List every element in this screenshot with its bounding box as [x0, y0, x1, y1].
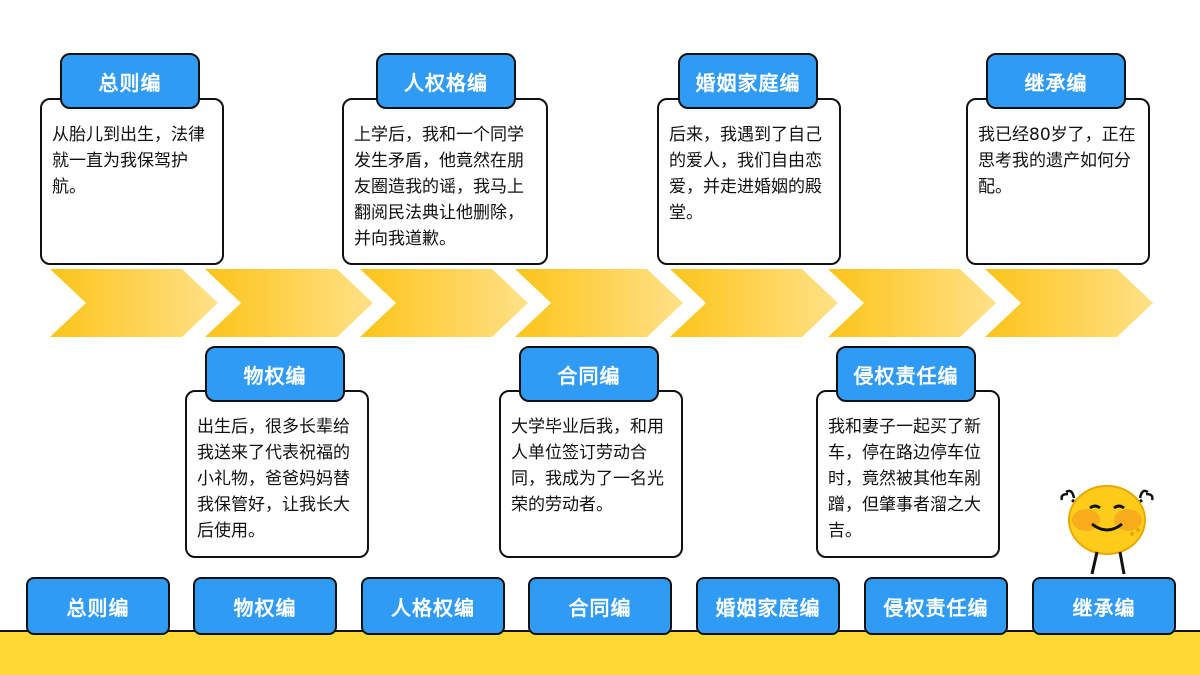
event-tag-label: 婚姻家庭编: [695, 70, 801, 95]
nav-button-succession[interactable]: 继承编: [1032, 577, 1176, 635]
timeline-chevron: [985, 269, 1153, 337]
event-tag-label: 总则编: [98, 70, 162, 95]
event-card-1: 从胎儿到出生，法律就一直为我保驾护航。: [40, 98, 224, 265]
event-card-2: 出生后，很多长辈给我送来了代表祝福的小礼物，爸爸妈妈替我保管好，让我长大后使用。: [185, 390, 369, 558]
event-card-4: 大学毕业后我，和用人单位签订劳动合同，我成为了一名光荣的劳动者。: [499, 390, 683, 558]
nav-button-personality[interactable]: 人格权编: [361, 577, 505, 635]
event-tag-3: 人权格编: [376, 53, 516, 109]
event-tag-5: 婚姻家庭编: [678, 53, 818, 109]
nav-button-label: 总则编: [66, 595, 130, 620]
event-text: 后来，我遇到了自己的爱人，我们自由恋爱，并走进婚姻的殿堂。: [669, 125, 822, 223]
timeline-chevron: [828, 269, 996, 337]
timeline-chevron: [50, 269, 218, 337]
nav-button-general[interactable]: 总则编: [26, 577, 170, 635]
nav-button-marriage[interactable]: 婚姻家庭编: [696, 577, 840, 635]
timeline-chevron: [515, 269, 683, 337]
nav-button-label: 侵权责任编: [883, 595, 989, 620]
nav-button-label: 婚姻家庭编: [715, 595, 821, 620]
event-card-5: 后来，我遇到了自己的爱人，我们自由恋爱，并走进婚姻的殿堂。: [657, 98, 841, 265]
event-tag-label: 侵权责任编: [853, 363, 959, 388]
timeline-chevron: [670, 269, 838, 337]
nav-button-contract[interactable]: 合同编: [528, 577, 672, 635]
event-tag-4: 合同编: [519, 346, 659, 402]
timeline-arrows: [50, 269, 1153, 337]
event-text: 我和妻子一起买了新车，停在路边停车位时，竟然被其他车剐蹭，但肇事者溜之大吉。: [828, 417, 981, 541]
lemon-mascot-icon: [1060, 485, 1154, 575]
nav-button-label: 合同编: [568, 595, 632, 620]
nav-button-property[interactable]: 物权编: [193, 577, 337, 635]
event-text: 出生后，很多长辈给我送来了代表祝福的小礼物，爸爸妈妈替我保管好，让我长大后使用。: [197, 417, 350, 541]
event-tag-7: 继承编: [986, 53, 1126, 109]
nav-button-tort[interactable]: 侵权责任编: [864, 577, 1008, 635]
event-card-3: 上学后，我和一个同学发生矛盾，他竟然在朋友圈造我的谣，我马上翻阅民法典让他删除，…: [342, 98, 548, 265]
event-tag-label: 物权编: [243, 363, 307, 388]
timeline-chevron: [205, 269, 373, 337]
nav-button-label: 人格权编: [391, 595, 475, 620]
event-card-7: 我已经80岁了，正在思考我的遗产如何分配。: [966, 98, 1150, 265]
event-tag-label: 合同编: [557, 363, 621, 388]
timeline-chevron: [360, 269, 528, 337]
event-text: 上学后，我和一个同学发生矛盾，他竟然在朋友圈造我的谣，我马上翻阅民法典让他删除，…: [354, 125, 524, 249]
event-text: 大学毕业后我，和用人单位签订劳动合同，我成为了一名光荣的劳动者。: [511, 417, 664, 515]
event-card-6: 我和妻子一起买了新车，停在路边停车位时，竟然被其他车剐蹭，但肇事者溜之大吉。: [816, 390, 1000, 558]
event-tag-1: 总则编: [60, 53, 200, 109]
event-tag-label: 人权格编: [404, 70, 488, 95]
event-text: 从胎儿到出生，法律就一直为我保驾护航。: [52, 125, 205, 197]
nav-button-label: 物权编: [233, 595, 297, 620]
ground-strip: [0, 632, 1200, 675]
nav-button-label: 继承编: [1072, 595, 1136, 620]
event-tag-6: 侵权责任编: [836, 346, 976, 402]
event-text: 我已经80岁了，正在思考我的遗产如何分配。: [978, 125, 1136, 197]
event-tag-label: 继承编: [1024, 70, 1088, 95]
event-tag-2: 物权编: [205, 346, 345, 402]
